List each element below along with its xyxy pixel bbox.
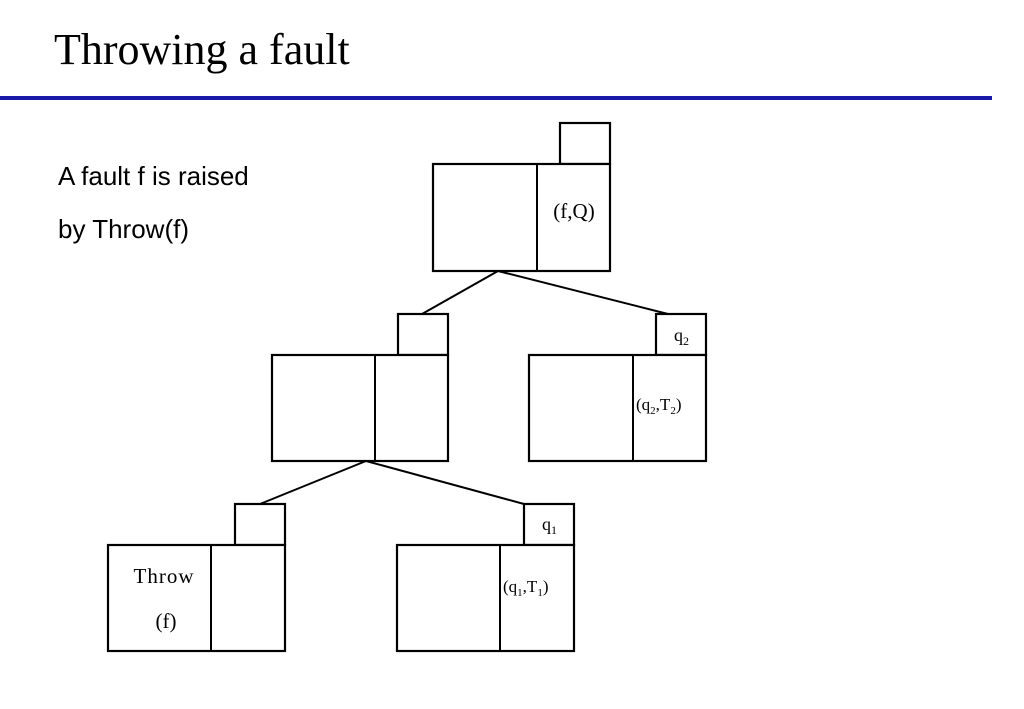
mid-left-scope-node <box>270 312 450 463</box>
body-text-line-1: A fault f is raised <box>58 161 249 191</box>
throw-handler-tab <box>233 502 287 547</box>
mid-right-scope-box <box>527 353 708 463</box>
bottom-right-scope-node: q1 (q1,T1) <box>395 502 576 653</box>
body-text-line-2: by Throw(f) <box>58 214 189 244</box>
title-underline <box>0 96 992 100</box>
throw-arg-label: (f) <box>156 609 177 633</box>
bottom-right-handler-tab <box>522 502 576 547</box>
root-scope-node: (f,Q) <box>431 121 612 273</box>
root-scope-box <box>431 162 612 273</box>
slide-title: Throwing a fault <box>54 25 350 74</box>
bottom-right-tag-label: q1 <box>542 514 557 537</box>
bottom-right-scope-box <box>395 543 576 653</box>
mid-right-tag-label: q2 <box>674 325 689 348</box>
root-handler-tab <box>558 121 612 166</box>
edge-mid-right <box>365 460 525 505</box>
mid-right-scope-node: q2 (q2,T2) <box>527 312 708 463</box>
edge-mid-left <box>259 460 367 505</box>
mid-left-scope-box <box>270 353 450 463</box>
mid-left-handler-tab <box>396 312 450 357</box>
throw-scope-node: Throw (f) <box>106 502 287 653</box>
mid-right-state-label: (q2,T2) <box>636 395 681 417</box>
bottom-right-state-label: (q1,T1) <box>503 577 548 599</box>
mid-right-handler-tab <box>654 312 708 357</box>
throw-label: Throw <box>134 564 195 588</box>
throw-scope-box <box>106 543 287 653</box>
edge-root-left <box>421 270 499 315</box>
edge-root-right <box>497 270 669 315</box>
root-state-label: (f,Q) <box>553 199 594 223</box>
